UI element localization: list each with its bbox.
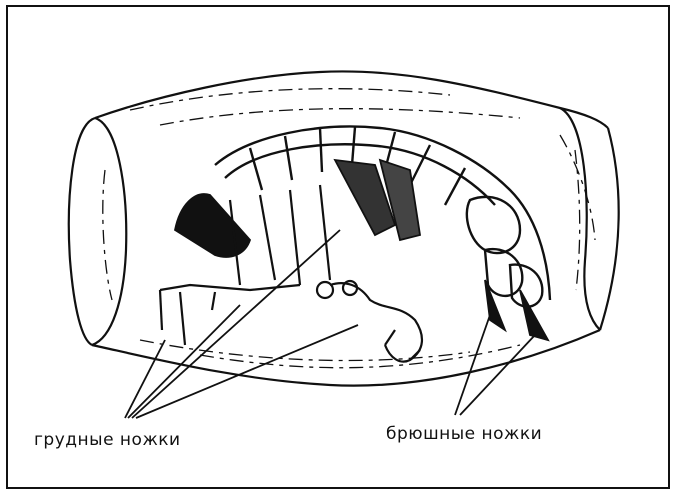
- abdominal-legs-label: брюшные ножки: [386, 424, 542, 444]
- pointer-lines: [125, 230, 535, 418]
- thoracic-legs-label: грудные ножки: [34, 430, 181, 450]
